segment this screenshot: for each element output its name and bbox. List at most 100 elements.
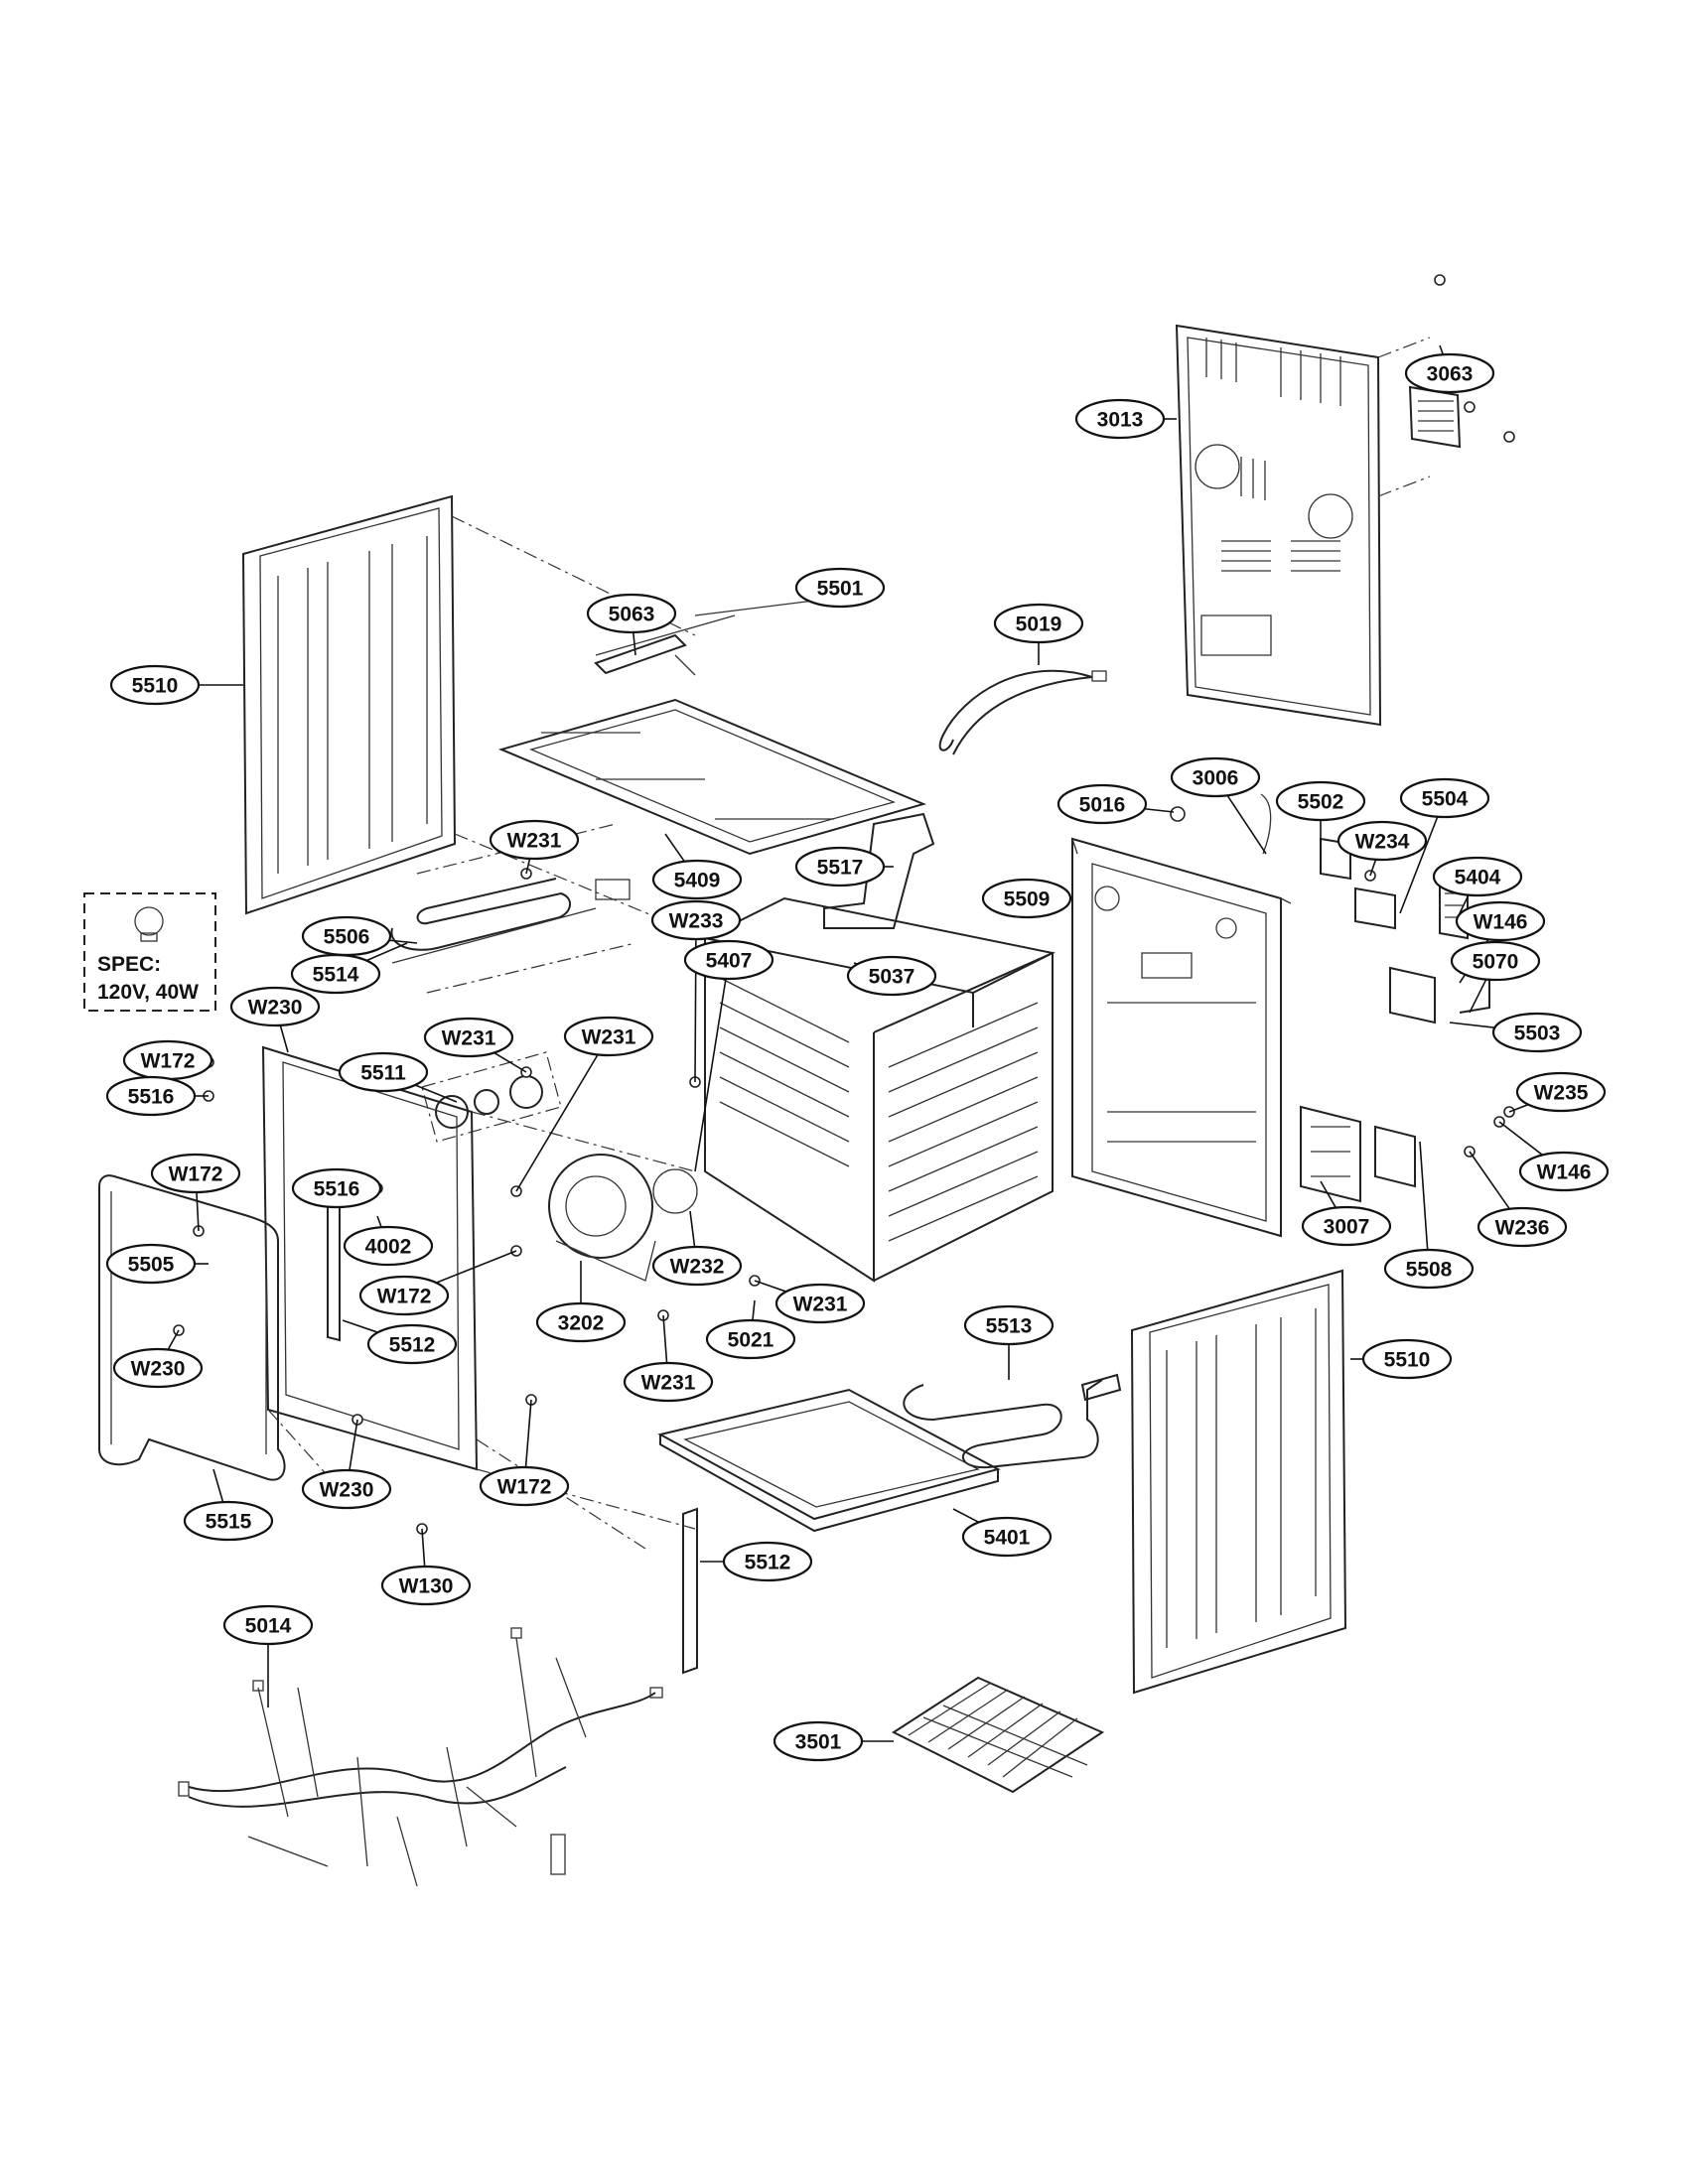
leader-line: [1320, 1180, 1337, 1208]
oven-rack: [891, 1676, 1105, 1794]
callout-bubble: [981, 878, 1072, 919]
callout-bubble: [774, 1283, 866, 1324]
callout-label: W232: [670, 1256, 725, 1279]
leader-line: [388, 939, 418, 944]
leader-line: [664, 833, 685, 863]
callout-label: 5516: [128, 1086, 175, 1109]
leader-line: [279, 1024, 289, 1053]
callout-bubble: [105, 1075, 197, 1117]
callout-5401: 5401: [952, 1508, 1053, 1558]
callout-bubble: [1491, 1012, 1583, 1053]
callout-bubble: [1399, 777, 1490, 819]
callout-label: W236: [1495, 1217, 1550, 1240]
callout-bubble: [109, 664, 201, 706]
callout-5063: 5063: [586, 593, 677, 656]
leader-line: [952, 1508, 980, 1524]
callout-label: 5502: [1298, 791, 1344, 814]
spec-title: SPEC:: [97, 953, 161, 976]
callout-label: W146: [1537, 1161, 1592, 1184]
leader-line: [1226, 794, 1267, 855]
leader-line: [212, 1468, 224, 1503]
callout-3013: 3013: [1074, 398, 1177, 440]
callout-label: 5503: [1514, 1023, 1561, 1045]
callout-label: 3006: [1193, 767, 1239, 790]
callout-bubble: [794, 846, 886, 887]
leader-line: [1399, 816, 1439, 914]
callout-bubble: [650, 899, 742, 941]
callout-label: 3013: [1097, 409, 1144, 432]
callout-bubble: [343, 1225, 434, 1267]
callout-label: 5504: [1422, 788, 1469, 811]
callout-5508: 5508: [1383, 1141, 1475, 1290]
callout-W231e: W231: [623, 1314, 714, 1403]
leader-line: [752, 1299, 756, 1321]
callout-W231a: W231: [489, 819, 580, 875]
convection-fan: [548, 1154, 698, 1282]
callout-5019: 5019: [993, 603, 1084, 665]
callout-5512a: 5512: [342, 1319, 458, 1365]
callout-bubble: [1301, 1205, 1392, 1247]
callout-bubble: [1383, 1248, 1475, 1290]
callout-5510b: 5510: [1350, 1338, 1453, 1380]
callout-5503: 5503: [1449, 1012, 1583, 1053]
left-side-panel: [241, 494, 696, 934]
callout-5501: 5501: [794, 567, 886, 609]
callout-bubble: [535, 1301, 627, 1343]
rear-vent-cover: [1408, 385, 1462, 449]
callout-5506: 5506: [301, 915, 418, 957]
callout-5513: 5513: [963, 1304, 1055, 1380]
rear-panel: [1175, 274, 1515, 727]
callout-label: W230: [131, 1358, 186, 1381]
leader-line: [662, 1314, 668, 1364]
callout-label: 5016: [1079, 794, 1126, 817]
callout-bubble: [338, 1051, 429, 1093]
callout-W230b: W230: [112, 1329, 204, 1389]
callout-W172c: W172: [358, 1250, 517, 1316]
spec-value: 120V, 40W: [97, 981, 199, 1004]
callout-bubble: [150, 1153, 241, 1194]
callout-5016: 5016: [1056, 783, 1175, 825]
callout-label: 5014: [245, 1615, 292, 1638]
callout-label: 5513: [986, 1315, 1033, 1338]
leader-line: [376, 1215, 382, 1228]
callout-bubble: [1074, 398, 1166, 440]
callout-label: W230: [248, 997, 303, 1020]
top-frame: [497, 595, 927, 856]
callout-bubble: [961, 1516, 1053, 1558]
callout-bubble: [963, 1304, 1055, 1346]
callout-label: W231: [582, 1026, 636, 1049]
callout-label: W235: [1534, 1082, 1589, 1105]
callout-bubble: [358, 1275, 450, 1316]
callout-bubble: [1404, 352, 1495, 394]
callout-5505: 5505: [105, 1243, 209, 1285]
callout-bubble: [846, 955, 937, 997]
callout-bubble: [291, 1167, 382, 1209]
callout-5509: 5509: [981, 878, 1072, 919]
callout-bubble: [1336, 820, 1428, 862]
callout-label: 5407: [706, 950, 753, 973]
oven-cavity: [701, 896, 1056, 1283]
callout-label: W172: [497, 1476, 552, 1499]
leader-line: [633, 631, 636, 656]
door-gasket: [98, 1174, 286, 1481]
callout-bubble: [563, 1016, 654, 1057]
lamp-spec-box: SPEC: 120V, 40W: [83, 892, 216, 1012]
callout-bubble: [222, 1604, 314, 1646]
bake-element: [903, 1373, 1122, 1469]
callout-bubble: [773, 1720, 864, 1762]
leader-line: [694, 978, 727, 1172]
callout-label: W231: [507, 830, 562, 853]
callout-label: W130: [399, 1575, 454, 1598]
leader-line: [515, 1053, 599, 1192]
leader-line: [1369, 859, 1377, 877]
callout-label: W231: [793, 1294, 848, 1316]
callout-label: 5512: [389, 1334, 436, 1357]
callout-bubble: [183, 1500, 274, 1542]
callout-bubble: [105, 1243, 197, 1285]
callout-label: 5037: [869, 966, 915, 989]
leader-line: [1508, 1103, 1529, 1113]
callout-bubble: [112, 1347, 204, 1389]
callout-label: 5516: [314, 1178, 360, 1201]
leader-line: [1469, 1151, 1510, 1210]
